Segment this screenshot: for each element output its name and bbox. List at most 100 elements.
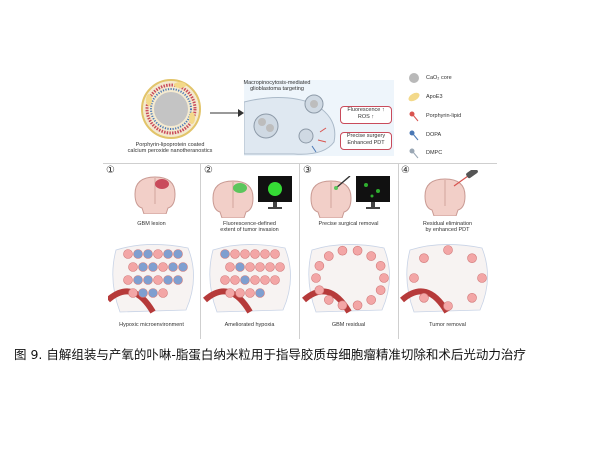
monitor-icon: [258, 176, 292, 209]
tumor-cell: [375, 261, 386, 271]
legend-item-dmpc: DMPC: [408, 147, 442, 159]
tissue-illustrations: [108, 244, 488, 314]
tumor-cell: [173, 249, 183, 259]
tumor-cell: [235, 262, 245, 272]
tumor-cell: [230, 249, 240, 259]
tumor-cell: [230, 275, 240, 285]
divider: [299, 163, 300, 339]
tumor-cell: [270, 249, 280, 259]
lipid-icon: [409, 148, 419, 159]
step-title: Precise surgical removal: [318, 221, 379, 227]
tumor-cell: [163, 275, 173, 285]
step-number: ①: [106, 165, 115, 176]
tumor-cell: [245, 262, 255, 272]
tumor-cell: [143, 249, 153, 259]
tumor-cell: [443, 245, 453, 255]
step-number: ④: [401, 165, 410, 176]
step-number: ③: [303, 165, 312, 176]
tumor-cell: [260, 249, 270, 259]
step-title: GBM lesion: [137, 221, 166, 227]
tumor-cell: [173, 275, 183, 285]
tumor-cell: [168, 262, 178, 272]
tumor-cell: [153, 275, 163, 285]
tumor-cell: [220, 275, 230, 285]
oval-icon: [408, 92, 420, 102]
tumor-cell: [477, 273, 487, 283]
tumor-cell: [133, 275, 143, 285]
tumor-cell: [467, 253, 477, 264]
macro-label: Macropinocytosis-mediated glioblastoma t…: [243, 80, 311, 93]
divider: [103, 163, 497, 164]
tumor-cell: [123, 275, 133, 285]
tumor-cell: [379, 273, 389, 283]
tumor-cell: [245, 288, 255, 298]
tumor-cell: [337, 300, 348, 311]
divider: [398, 163, 399, 339]
tumor-cell: [265, 262, 275, 272]
tumor-cell: [143, 275, 153, 285]
lipid-icon: [409, 130, 419, 141]
legend-item-dopa: DOPA: [408, 129, 441, 141]
tumor-cell: [153, 249, 163, 259]
tumor-cell: [240, 275, 250, 285]
tumor-cell: [225, 262, 235, 272]
tissue-region: [308, 244, 390, 313]
tumor-cell: [419, 253, 429, 264]
step-bottom-label: Ameliorated hypoxia: [224, 322, 275, 328]
tumor-cell: [128, 288, 138, 298]
tumor-cell: [225, 288, 235, 298]
tumor-cell: [123, 249, 133, 259]
cell-uptake-icon: [244, 94, 336, 155]
fluorescence-ros-box: Fluorescence ↑ROS ↑: [340, 106, 392, 124]
tumor-cell: [443, 301, 453, 311]
tumor-cell: [148, 262, 158, 272]
tumor-cell: [158, 288, 168, 298]
brain-icon: [310, 176, 352, 218]
tumor-cell: [409, 273, 419, 283]
lipid-icon: [409, 111, 419, 122]
tumor-cell: [148, 288, 158, 298]
figure-caption: 图 9. 自解组装与产氧的卟啉-脂蛋白纳米粒用于指导胶质母细胞瘤精准切除和术后光…: [14, 347, 526, 362]
tumor-cell: [324, 295, 334, 305]
monitor-icon: [356, 176, 390, 209]
tumor-cell: [138, 288, 148, 298]
arrow-icon: [210, 109, 244, 117]
brain-icon: [212, 180, 254, 218]
tumor-cell: [178, 262, 188, 272]
tumor-cell: [133, 249, 143, 259]
tumor-cell: [240, 249, 250, 259]
sphere-icon: [409, 73, 419, 83]
tumor-cell: [311, 273, 321, 283]
step-bottom-label: GBM residual: [331, 322, 366, 328]
legend-item-porphyrin: Porphyrin-lipid: [408, 110, 461, 122]
tumor-cell: [314, 261, 325, 271]
tumor-cell: [255, 262, 265, 272]
tumor-cell: [352, 245, 363, 256]
tumor-cell: [467, 292, 477, 303]
tumor-cell: [366, 251, 376, 261]
step-bottom-label: Tumor removal: [429, 322, 466, 328]
step-number: ②: [204, 165, 213, 176]
tumor-cell: [352, 300, 363, 311]
tumor-cell: [128, 262, 138, 272]
tumor-cell: [235, 288, 245, 298]
tumor-cell: [366, 295, 376, 305]
step-bottom-label: Hypoxic microenvironment: [119, 322, 184, 328]
tumor-cell: [250, 249, 260, 259]
tumor-cell: [324, 251, 334, 261]
legend-item-cao2: CaO₂ core: [408, 72, 452, 84]
tumor-cell: [314, 285, 325, 295]
tumor-cell: [163, 249, 173, 259]
tumor-cell: [138, 262, 148, 272]
tumor-cell: [419, 292, 429, 303]
tumor-cell: [375, 285, 386, 295]
divider: [200, 163, 201, 339]
nano-label: Porphyrin-lipoprotein coated calcium per…: [127, 142, 213, 155]
brain-icon: [134, 176, 176, 214]
tumor-cell: [158, 262, 168, 272]
tumor-cell: [270, 275, 280, 285]
brain-laser-icon: [424, 170, 478, 216]
